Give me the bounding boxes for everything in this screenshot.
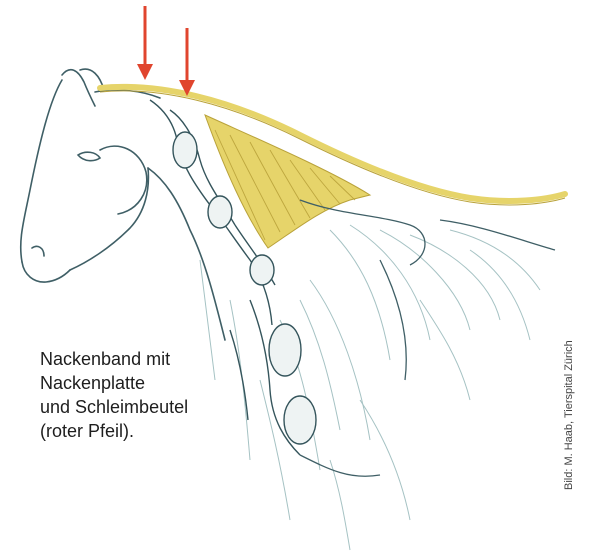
- horse-head-sketch: [21, 69, 225, 340]
- jaw: [70, 168, 148, 270]
- muzzle: [22, 262, 70, 282]
- bursa-arrow-1: [137, 6, 153, 80]
- eye: [78, 152, 100, 161]
- nostril: [32, 246, 44, 256]
- caption-line: Nackenband mit: [40, 347, 270, 371]
- caption-line: Nackenplatte: [40, 371, 270, 395]
- caption: Nackenband mit Nackenplatte und Schleimb…: [40, 347, 270, 443]
- caption-line: (roter Pfeil).: [40, 419, 270, 443]
- forehead-profile: [21, 80, 62, 262]
- ear: [62, 70, 95, 106]
- image-credit: Bild: M. Haab, Tierspital Zürich: [563, 340, 575, 490]
- cheek: [100, 146, 147, 214]
- throat: [148, 168, 225, 340]
- shoulder-sketch: [300, 200, 555, 476]
- bursa-arrow-2: [179, 28, 195, 96]
- caption-line: und Schleimbeutel: [40, 395, 270, 419]
- nuchal-lamina: [205, 115, 370, 248]
